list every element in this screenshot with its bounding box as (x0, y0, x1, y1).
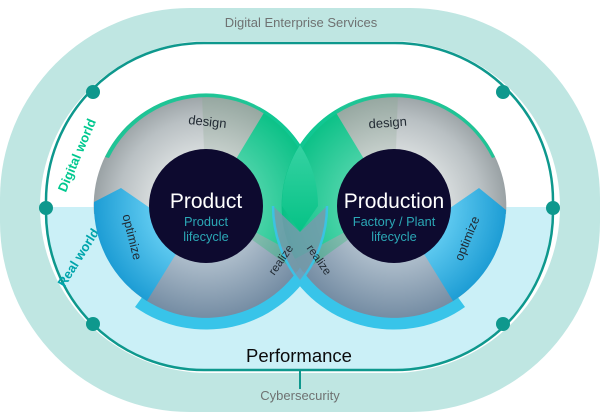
overlap-lens-top-green (281, 145, 319, 232)
frame-node-dot (496, 317, 510, 331)
production-lifecycle-line2: lifecycle (371, 229, 417, 244)
frame-node-dots (39, 85, 560, 331)
product-cyan-sliver-arc (135, 261, 313, 330)
performance-label: Performance (246, 345, 352, 366)
frame-node-dot (86, 317, 100, 331)
product-lifecycle-ring (93, 93, 319, 318)
product-lifecycle-line1: Product (184, 214, 229, 229)
production-design-label: design (368, 114, 407, 132)
product-hub-circle (149, 149, 263, 263)
production-ring-optimize-arrow (424, 188, 506, 301)
overlap-lens-bottom-slate (273, 206, 327, 282)
cybersecurity-label: Cybersecurity (260, 388, 340, 403)
production-ring-gray-green-blend (335, 93, 398, 159)
overlap-lens-cyan-edge-left (299, 205, 329, 283)
frame-node-dot (496, 85, 510, 99)
production-ring-gray-segment (386, 93, 507, 214)
overlap-lens-cyan-edge-right (271, 205, 301, 283)
production-lifecycle-line1: Factory / Plant (353, 214, 436, 229)
production-ring-top-green-edge (293, 93, 495, 158)
frame-node-dot (546, 201, 560, 215)
frame-node-dot (39, 201, 53, 215)
production-cyan-sliver-arc (287, 261, 465, 330)
production-title: Production (344, 190, 444, 213)
production-lifecycle-ring (281, 93, 507, 318)
product-title: Product (170, 190, 243, 213)
product-ring-optimize-arrow (93, 188, 176, 301)
production-hub-circle (337, 149, 451, 263)
product-lifecycle-line2: lifecycle (183, 229, 229, 244)
product-ring-gray-segment (93, 93, 214, 214)
product-ring-gray-green-blend (202, 93, 265, 159)
frame-node-dot (86, 85, 100, 99)
product-ring-top-green-edge (105, 93, 307, 158)
digital-enterprise-services-label: Digital Enterprise Services (225, 15, 378, 30)
product-design-label: design (188, 112, 228, 131)
